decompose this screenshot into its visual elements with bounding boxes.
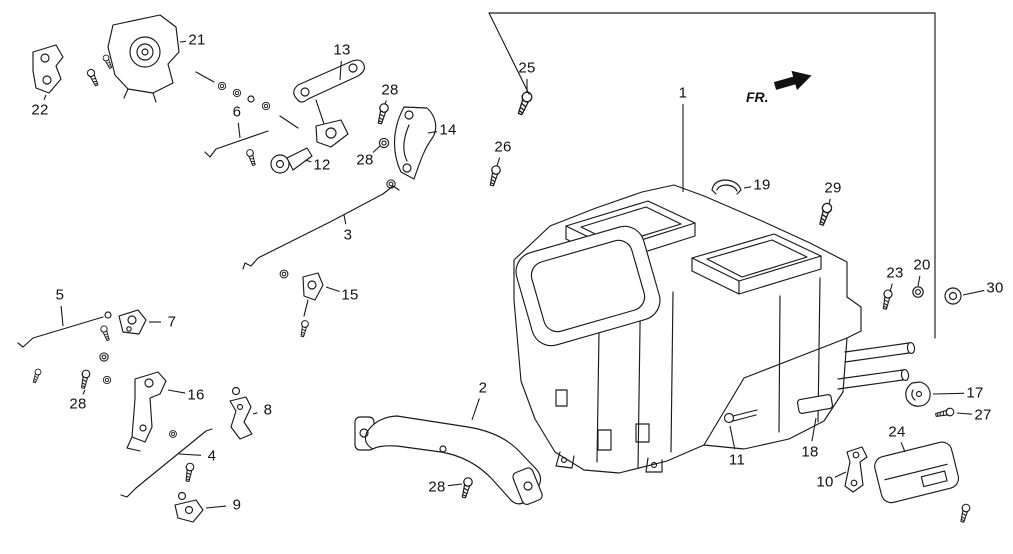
part-19-clip [711,179,742,195]
part-1-heater-unit [513,184,916,474]
part-4-rod [120,428,213,498]
part-11-bolt [723,409,758,424]
part-27-screw [934,406,956,420]
part-25-screw [514,90,534,117]
part-6-rod [204,130,269,167]
part-7-bracket [99,309,147,342]
part-3-rod [242,185,400,279]
part-8-clip [229,386,253,440]
part-10-bracket [844,446,868,493]
part-20-washer [912,286,924,298]
part-5-rod [17,311,112,348]
assembly-frame-line [488,12,936,339]
part-18-pipes [796,341,916,414]
part-23-bolt [880,288,894,311]
fr-label: FR. [746,89,769,105]
screw-28-upper [375,102,390,149]
part-29-screw [816,201,834,227]
part-13-lever [293,59,365,148]
part-2-bracket [354,415,543,505]
part-26-screw [487,164,502,188]
part-12-link [270,147,313,174]
part-15-bracket [298,272,324,338]
part-9-clamp [174,491,204,523]
fastener-chain [195,71,299,129]
part-21-motor-assembly [85,14,180,103]
part-17-clamp [905,381,931,407]
part-24-cover [874,441,972,524]
screw-28-bracket2 [459,476,474,500]
part-14-curved-lever [386,106,437,189]
part-16-bracket [126,371,167,452]
fr-arrow [773,70,812,91]
screw-28-lower-left [31,352,112,390]
part-22-bracket [32,44,64,94]
part-30-grommet [944,287,962,305]
